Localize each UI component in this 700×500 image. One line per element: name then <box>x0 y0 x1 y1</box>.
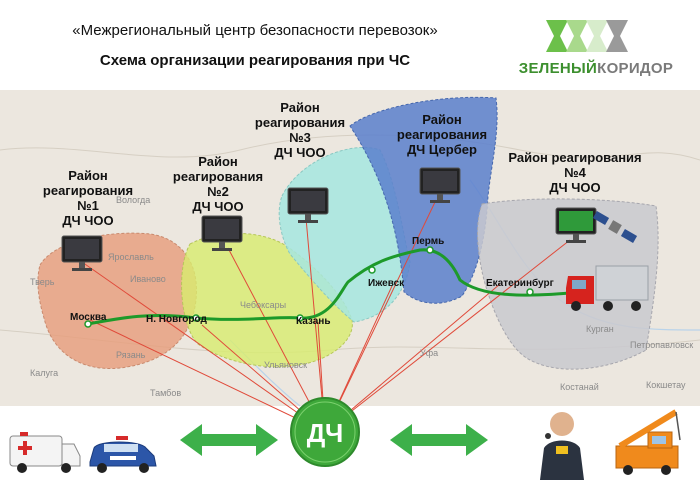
scheme-title: Схема организации реагирования при ЧС <box>99 52 411 69</box>
map-city-tambov: Тамбов <box>150 388 182 398</box>
police-car-icon <box>89 436 157 473</box>
crane-truck-icon <box>615 409 681 475</box>
region-1-area <box>37 232 197 370</box>
security-guard-icon <box>540 412 584 480</box>
city-izhevsk: Ижевск <box>368 278 405 289</box>
city-dot-perm <box>426 246 434 254</box>
double-arrow-right-icon <box>390 424 488 456</box>
map-city-ivanovo: Иваново <box>130 274 166 284</box>
city-dot-moscow <box>84 320 92 328</box>
map-city-kokshetau: Кокшетау <box>646 380 686 390</box>
satellite-icon <box>592 211 638 243</box>
map-city-cheboksary: Чебоксары <box>240 300 287 310</box>
logo-text: ЗЕЛЕНЫЙКОРИДОР <box>518 60 674 77</box>
ambulance-icon <box>9 432 81 473</box>
hub-circle <box>290 397 360 467</box>
truck-icon <box>566 265 649 311</box>
city-dot-kazan <box>296 314 304 322</box>
city-kazan: Казань <box>296 316 331 327</box>
double-arrow-left-icon <box>180 424 278 456</box>
logo: ЗЕЛЕНЫЙКОРИДОР <box>506 14 686 84</box>
map-city-kostanay: Костанай <box>560 382 599 392</box>
monitor-icon-region-2 <box>201 215 243 251</box>
map-city-petropavlovsk: Петропавловск <box>630 340 694 350</box>
map-city-ryazan: Рязань <box>116 350 146 360</box>
org-title: «Межрегиональный центр безопасности пере… <box>72 22 438 39</box>
logo-chevrons-icon <box>546 20 628 52</box>
city-nnovgorod: Н. Новгород <box>146 314 207 325</box>
map-city-vologda: Вологда <box>116 195 151 205</box>
city-perm: Пермь <box>412 236 445 247</box>
city-dot-ekb <box>526 288 534 296</box>
hub-label: ДЧ <box>306 418 344 448</box>
hub-connectors <box>81 199 571 433</box>
map-city-ufa: Уфа <box>420 348 439 358</box>
map-city-kurgan: Курган <box>586 324 614 334</box>
city-ekb: Екатеринбург <box>486 278 554 289</box>
monitor-icon-region-1 <box>61 235 103 271</box>
map-city-kaluga: Калуга <box>30 368 59 378</box>
map-city-yaroslavl: Ярославль <box>108 252 154 262</box>
map-city-ulyanovsk: Ульяновск <box>264 360 308 370</box>
monitor-icon-region-4 <box>555 207 597 243</box>
city-dot-izhevsk <box>368 266 376 274</box>
map-city-tver: Тверь <box>30 277 55 287</box>
monitor-icon-region-3 <box>287 187 329 223</box>
monitor-icon-region-ddch <box>419 167 461 203</box>
city-moscow: Москва <box>70 312 107 323</box>
city-dot-nnovgorod <box>192 314 200 322</box>
